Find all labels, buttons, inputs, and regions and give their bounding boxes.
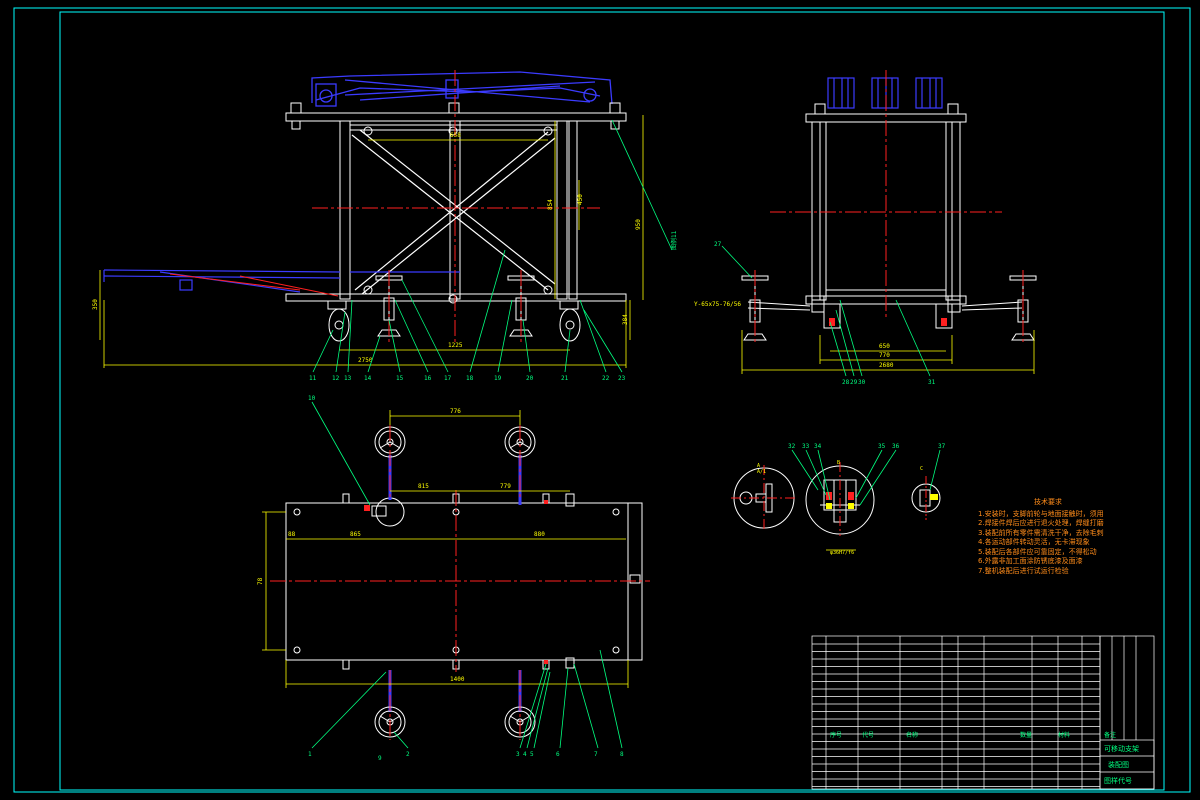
bom-header-remark: 备注 bbox=[1104, 731, 1116, 739]
front-balloon-12: 12 bbox=[332, 375, 340, 382]
technical-requirements: 技术要求 1.安装时，支脚前轮与地面接触时，须用 2.焊接件焊后应进行退火处理，… bbox=[978, 498, 1118, 576]
title-code: 图样代号 bbox=[1104, 776, 1132, 785]
bom-header-qty: 数量 bbox=[1020, 731, 1032, 739]
dim-right-small: 384 bbox=[622, 314, 629, 325]
section-fit: φ36H7/f6 bbox=[830, 550, 854, 556]
bom-header-seq: 序号 bbox=[830, 731, 842, 739]
side-balloon-29: 29 bbox=[850, 379, 858, 386]
bom-header-material: 材料 bbox=[1058, 731, 1070, 739]
front-balloon-17: 17 bbox=[444, 375, 452, 382]
front-balloon-23: 23 bbox=[618, 375, 626, 382]
note-line-3: 3.装配前所有零件需清洗干净，去除毛刺 bbox=[978, 528, 1104, 537]
detail-balloon-33: 33 bbox=[802, 443, 810, 450]
front-balloon-20: 20 bbox=[526, 375, 534, 382]
plan-dim-right: 779 bbox=[500, 483, 511, 490]
front-balloon-19: 19 bbox=[494, 375, 502, 382]
dim-top-brace: 658 bbox=[450, 132, 461, 139]
detail-balloon-32: 32 bbox=[788, 443, 796, 450]
plan-balloon-10: 10 bbox=[308, 395, 316, 402]
side-balloon-31: 31 bbox=[928, 379, 936, 386]
dim-height: 854 bbox=[547, 199, 554, 210]
note-line-2: 2.焊接件焊后应进行退火处理，焊缝打磨 bbox=[978, 519, 1104, 527]
front-balloon-18: 18 bbox=[466, 375, 474, 382]
title-name: 可移动支架 bbox=[1104, 744, 1139, 753]
front-balloon-15: 15 bbox=[396, 375, 404, 382]
bom-header-code: 代号 bbox=[862, 731, 874, 739]
note-line-6: 6.外露非加工面涂防锈底漆及面漆 bbox=[978, 557, 1083, 565]
plan-dim-bottom: 1400 bbox=[450, 676, 465, 683]
plan-dim-top: 776 bbox=[450, 408, 461, 415]
note-line-7: 7.整机装配后进行试运行检验 bbox=[978, 566, 1069, 575]
plan-dim-small: 88 bbox=[288, 531, 296, 538]
plan-balloon-4: 4 bbox=[523, 751, 527, 758]
side-balloon-30: 30 bbox=[858, 379, 866, 386]
plan-balloon-5: 5 bbox=[530, 751, 534, 758]
plan-balloon-6: 6 bbox=[556, 751, 560, 758]
front-balloon-11: 11 bbox=[309, 375, 317, 382]
side-fit-note: Y-65x75-76/56 bbox=[694, 301, 741, 308]
dim-left-height: 350 bbox=[92, 299, 99, 310]
detail-balloon-35: 35 bbox=[878, 443, 886, 450]
plan-balloon-8: 8 bbox=[620, 751, 624, 758]
plan-balloon-3: 3 bbox=[516, 751, 520, 758]
plan-dim-len2: 880 bbox=[534, 531, 545, 538]
plan-dim-left: 815 bbox=[418, 483, 429, 490]
plan-dim-len1: 865 bbox=[350, 531, 361, 538]
detail-views: A A/1 φ36H7/f6 B C bbox=[731, 443, 946, 556]
detail-balloon-34: 34 bbox=[814, 443, 822, 450]
section-label-right: C bbox=[920, 466, 923, 472]
note-line-5: 5.装配后各部件应可靠固定，不得松动 bbox=[978, 547, 1097, 556]
detail-balloon-37: 37 bbox=[938, 443, 946, 450]
note-line-4: 4.各运动部件转动灵活，无卡滞现象 bbox=[978, 538, 1090, 546]
plan-balloon-2: 2 bbox=[406, 751, 410, 758]
dim-overall: 2750 bbox=[358, 357, 373, 364]
front-balloon-21: 21 bbox=[561, 375, 569, 382]
note-line-1: 1.安装时，支脚前轮与地面接触时，须用 bbox=[978, 509, 1104, 518]
sheet-border-outer bbox=[13, 7, 1191, 793]
sheet-border-inner bbox=[59, 11, 1165, 791]
balloon-front-right: 图例11 bbox=[670, 230, 678, 250]
title-block bbox=[811, 635, 1155, 790]
front-view: 2750 1225 658 854 950 350 384 450 图例 bbox=[92, 70, 678, 382]
front-balloon-13: 13 bbox=[344, 375, 352, 382]
plan-balloon-9: 9 bbox=[378, 755, 382, 762]
section-label-left: A bbox=[757, 463, 760, 469]
side-dim-2: 770 bbox=[879, 352, 890, 359]
front-balloon-14: 14 bbox=[364, 375, 372, 382]
dim-wheelbase: 1225 bbox=[448, 342, 463, 349]
svg-text:A/1: A/1 bbox=[757, 469, 766, 475]
bom-header-name: 名称 bbox=[906, 731, 918, 739]
front-balloon-22: 22 bbox=[602, 375, 610, 382]
notes-title: 技术要求 bbox=[1034, 498, 1062, 506]
section-label-mid: B bbox=[837, 460, 840, 466]
plan-balloon-7: 7 bbox=[594, 751, 598, 758]
side-balloon-28: 28 bbox=[842, 379, 850, 386]
dim-right-height: 950 bbox=[635, 219, 642, 230]
plan-balloon-1: 1 bbox=[308, 751, 312, 758]
side-balloon-27: 27 bbox=[714, 241, 722, 248]
plan-dim-side: 78 bbox=[257, 577, 264, 585]
title-sub: 装配图 bbox=[1108, 760, 1129, 769]
side-dim-3: 2680 bbox=[879, 362, 894, 369]
dim-inner: 450 bbox=[577, 194, 584, 205]
front-balloon-16: 16 bbox=[424, 375, 432, 382]
detail-balloon-36: 36 bbox=[892, 443, 900, 450]
side-dim-1: 650 bbox=[879, 343, 890, 350]
